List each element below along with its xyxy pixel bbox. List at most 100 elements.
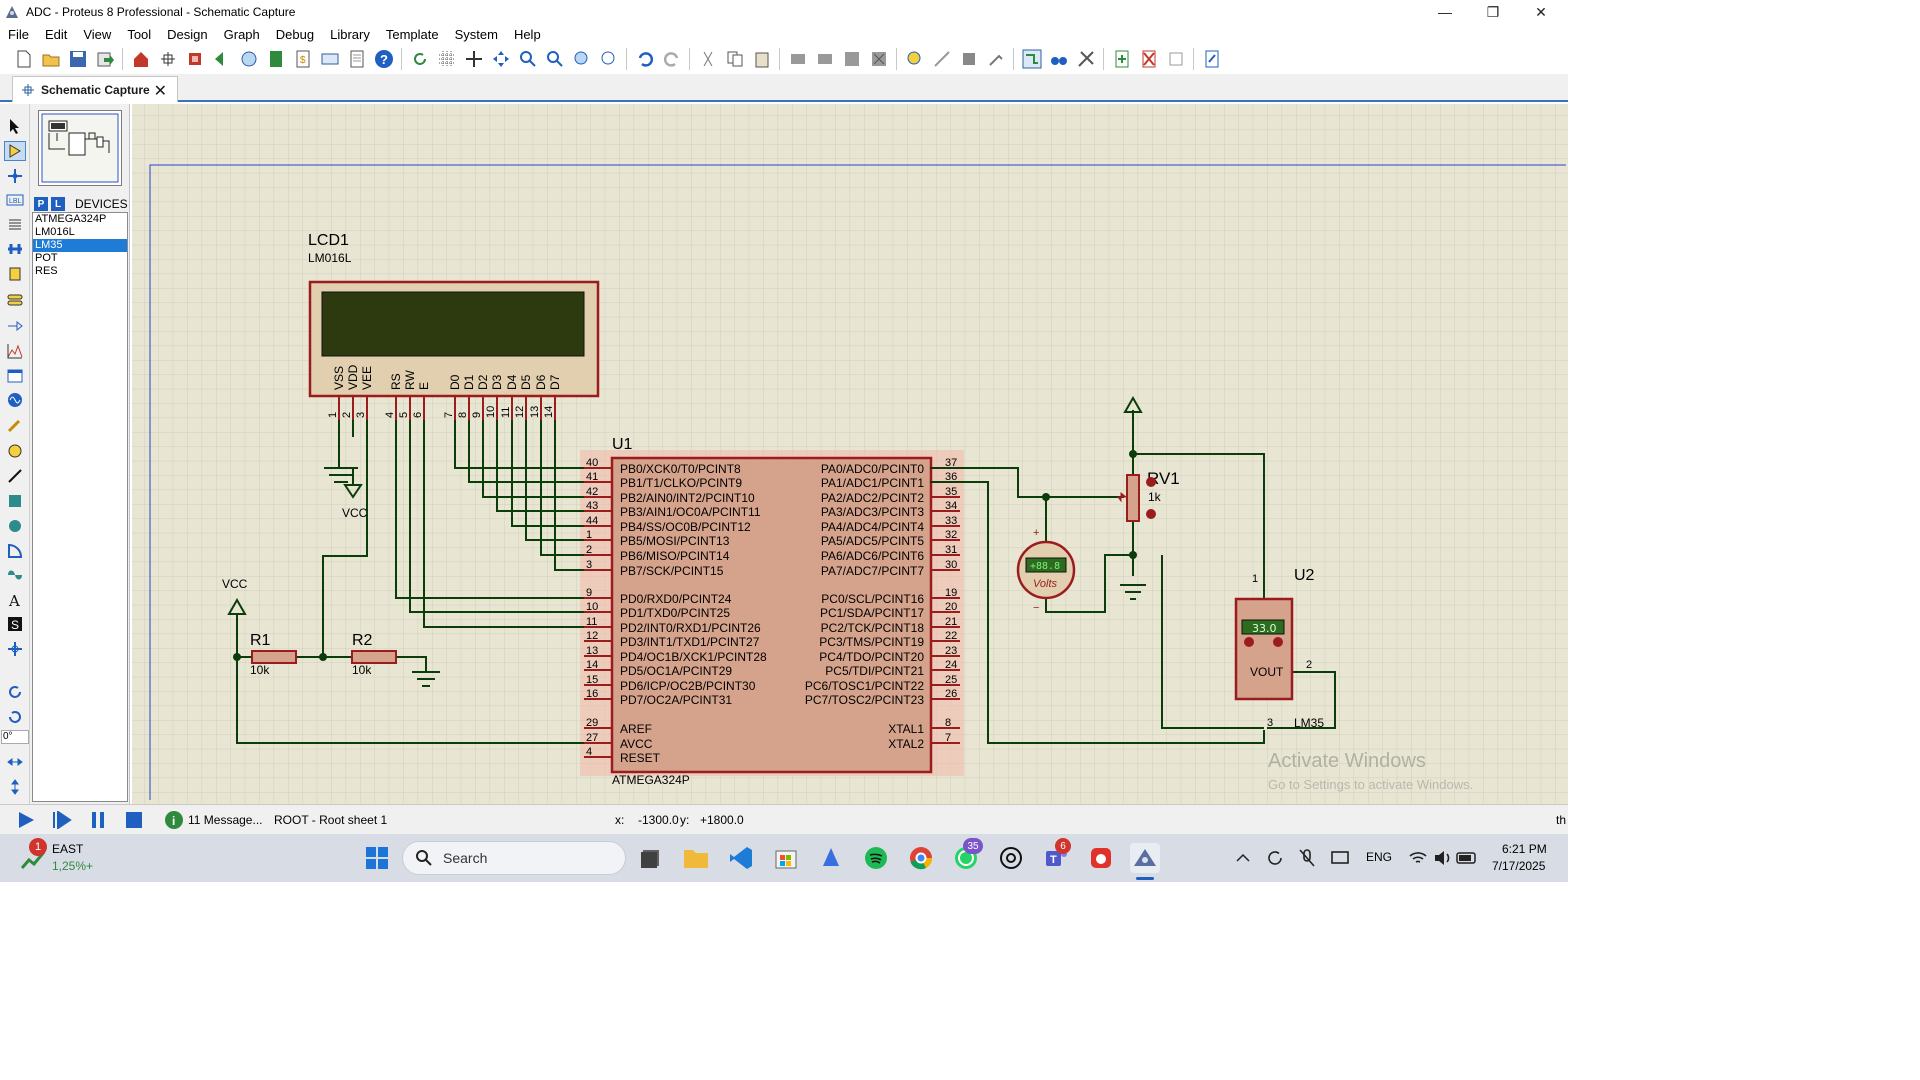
language-indicator[interactable]: ENG: [1366, 850, 1393, 864]
virtual-instruments-icon[interactable]: [4, 440, 26, 460]
vscode-icon[interactable]: [726, 843, 756, 873]
device-pins-icon[interactable]: [4, 316, 26, 336]
tab-schematic-capture[interactable]: Schematic Capture ✕: [12, 76, 178, 102]
r2-resistor[interactable]: R2 10k: [351, 632, 397, 677]
chrome-icon[interactable]: [906, 843, 936, 873]
component-mode-icon[interactable]: [4, 141, 26, 161]
exit-parent-icon[interactable]: [1165, 48, 1187, 70]
symbol-tool-icon[interactable]: S: [4, 614, 26, 634]
device-item[interactable]: POT: [35, 252, 58, 264]
messages-count[interactable]: 11 Message...: [188, 813, 263, 827]
wire-autorouter-icon[interactable]: [1021, 48, 1043, 70]
red-app-icon[interactable]: [1086, 843, 1116, 873]
redo-icon[interactable]: [661, 48, 683, 70]
clock-time[interactable]: 6:21 PM: [1502, 842, 1547, 856]
zoom-out-icon[interactable]: [544, 48, 566, 70]
windows-start-icon[interactable]: [362, 843, 392, 873]
info-icon[interactable]: i: [162, 810, 186, 830]
gerber-icon[interactable]: [211, 48, 233, 70]
refresh-icon[interactable]: [409, 48, 431, 70]
sync-icon[interactable]: [1260, 843, 1290, 873]
menu-library[interactable]: Library: [330, 26, 370, 42]
rotate-clockwise-icon[interactable]: [4, 682, 26, 702]
pause-icon[interactable]: [86, 810, 110, 830]
close-button[interactable]: ✕: [1535, 3, 1547, 20]
text-tool-icon[interactable]: A: [4, 590, 26, 610]
spotify-icon[interactable]: [861, 843, 891, 873]
show-hidden-icons-chevron-icon[interactable]: [1228, 843, 1258, 873]
pan-icon[interactable]: [490, 48, 512, 70]
copilot-icon[interactable]: [816, 843, 846, 873]
source-code-icon[interactable]: [319, 48, 341, 70]
block-copy-icon[interactable]: [787, 48, 809, 70]
device-item[interactable]: ATMEGA324P: [35, 213, 107, 225]
device-list[interactable]: ATMEGA324P LM016L LM35 POT RES: [32, 212, 128, 802]
search-tag-icon[interactable]: [1048, 48, 1070, 70]
new-sheet-icon[interactable]: [1111, 48, 1133, 70]
menu-view[interactable]: View: [83, 26, 112, 42]
graph-mode-icon[interactable]: [4, 341, 26, 361]
rotation-angle-field[interactable]: 0°: [1, 730, 29, 744]
origin-icon[interactable]: [463, 48, 485, 70]
r1-resistor[interactable]: R1 10k: [250, 632, 297, 677]
weather-title[interactable]: EAST: [52, 842, 84, 856]
task-view-icon[interactable]: [636, 843, 666, 873]
generator-icon[interactable]: [4, 390, 26, 410]
pick-devices-button[interactable]: P: [34, 197, 48, 211]
pcb-icon[interactable]: [184, 48, 206, 70]
block-rotate-icon[interactable]: [841, 48, 863, 70]
menu-design[interactable]: Design: [167, 26, 208, 42]
marker-tool-icon[interactable]: [4, 639, 26, 659]
volume-icon[interactable]: [1428, 843, 1458, 873]
arc-tool-icon[interactable]: [4, 541, 26, 561]
3d-viewer-icon[interactable]: [238, 48, 260, 70]
property-assign-icon[interactable]: [1075, 48, 1097, 70]
paste-icon[interactable]: [751, 48, 773, 70]
notes-icon[interactable]: [346, 48, 368, 70]
help-icon[interactable]: ?: [373, 48, 395, 70]
menu-tool[interactable]: Tool: [127, 26, 152, 42]
taskbar-search-box[interactable]: Search: [402, 841, 626, 875]
whatsapp-icon[interactable]: 35: [951, 838, 983, 873]
undo-icon[interactable]: [634, 48, 656, 70]
box-tool-icon[interactable]: [4, 491, 26, 511]
chatgpt-icon[interactable]: [996, 843, 1026, 873]
menu-edit[interactable]: Edit: [44, 26, 68, 42]
subcircuit-icon[interactable]: [4, 264, 26, 284]
menu-help[interactable]: Help: [513, 26, 541, 42]
terminals-icon[interactable]: [4, 290, 26, 310]
cost-icon[interactable]: $: [292, 48, 314, 70]
overview-preview[interactable]: [38, 110, 122, 186]
junction-dot-icon[interactable]: [4, 166, 26, 186]
copy-icon[interactable]: [724, 48, 746, 70]
block-delete-icon[interactable]: [868, 48, 890, 70]
open-folder-icon[interactable]: [40, 48, 62, 70]
battery-icon[interactable]: [1452, 843, 1482, 873]
menu-graph[interactable]: Graph: [223, 26, 260, 42]
buses-icon[interactable]: [4, 239, 26, 259]
bom-icon[interactable]: [265, 48, 287, 70]
circle-tool-icon[interactable]: [4, 516, 26, 536]
package-tool-icon[interactable]: [958, 48, 980, 70]
wire-label-icon[interactable]: LBL: [4, 190, 26, 210]
zoom-in-icon[interactable]: [517, 48, 539, 70]
zoom-all-icon[interactable]: [571, 48, 593, 70]
play-icon[interactable]: [14, 810, 38, 830]
schematic-canvas[interactable]: LCD1 LM016L VSS1VDD2VEE3RS4RW5E6D07D18D2…: [132, 104, 1568, 804]
zoom-area-icon[interactable]: [598, 48, 620, 70]
menu-system[interactable]: System: [454, 26, 498, 42]
save-icon[interactable]: [67, 48, 89, 70]
microsoft-store-icon[interactable]: [771, 843, 801, 873]
line-tool-icon[interactable]: [4, 466, 26, 486]
dc-voltmeter[interactable]: +88.8 Volts + −: [1016, 527, 1076, 614]
restore-button[interactable]: ❐: [1486, 3, 1500, 20]
lm35-sensor[interactable]: U2 33.0 VOUT 1 2 3 LM35: [1234, 567, 1324, 730]
path-tool-icon[interactable]: [4, 565, 26, 585]
device-item[interactable]: LM016L: [35, 226, 75, 238]
lcd-component[interactable]: LCD1 LM016L VSS1VDD2VEE3RS4RW5E6D07D18D2…: [308, 232, 600, 420]
mirror-vertical-icon[interactable]: [4, 777, 26, 797]
file-explorer-icon[interactable]: [681, 843, 711, 873]
library-manager-button[interactable]: L: [51, 197, 65, 211]
import-icon[interactable]: [94, 48, 116, 70]
